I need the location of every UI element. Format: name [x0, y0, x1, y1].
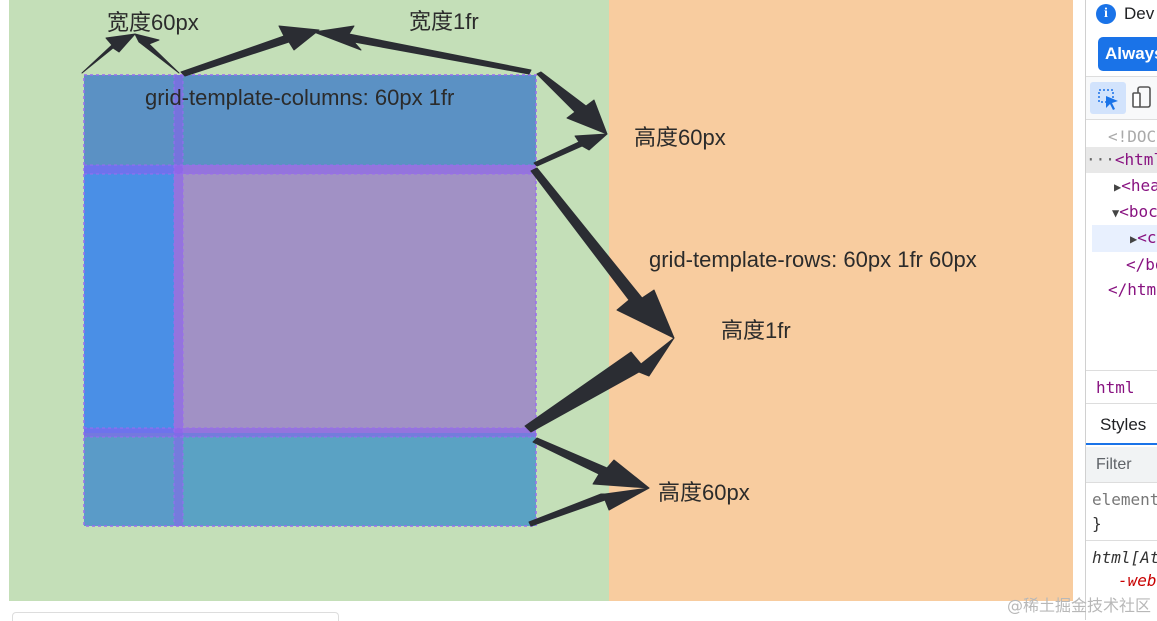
- dom-doctype[interactable]: <!DOC: [1108, 127, 1157, 146]
- inspect-element-button[interactable]: [1090, 82, 1126, 114]
- tooltip-tab: [12, 612, 339, 621]
- annotation-arrows: [81, 25, 675, 527]
- dom-child-tag: <c: [1137, 228, 1157, 247]
- device-toolbar-icon[interactable]: [1132, 86, 1152, 108]
- grid-overlay: [83, 74, 537, 527]
- collapse-triangle-icon[interactable]: ▼: [1112, 206, 1120, 220]
- grid-cell-top-left: [84, 75, 174, 165]
- html-rule-selector[interactable]: html[At: [1092, 548, 1157, 567]
- styles-separator: [1086, 540, 1157, 541]
- grid-cell-main: [174, 165, 536, 433]
- expand-triangle-icon[interactable]: ▶: [1130, 232, 1138, 246]
- label-columns-rule: grid-template-columns: 60px 1fr: [145, 85, 455, 110]
- orange-region: [609, 0, 1073, 601]
- label-height-row3: 高度60px: [658, 480, 750, 505]
- tab-styles[interactable]: Styles: [1086, 405, 1157, 445]
- devtools-info-text: Dev: [1124, 4, 1155, 23]
- devtools-toolbar: [1086, 76, 1157, 120]
- browser-viewport: 宽度60px 宽度1fr grid-template-columns: 60px…: [9, 0, 1073, 601]
- dom-body[interactable]: ▼<boc: [1112, 199, 1157, 226]
- grid-cell-left: [84, 165, 174, 433]
- expand-triangle-icon[interactable]: ▶: [1114, 180, 1122, 194]
- element-style-rule: element }: [1092, 488, 1157, 536]
- inspect-cursor-icon: [1098, 89, 1118, 110]
- grid-cell-bottom: [174, 433, 536, 526]
- breadcrumb-html[interactable]: html: [1086, 370, 1157, 404]
- styles-filter-input[interactable]: Filter: [1086, 447, 1157, 483]
- label-width-col2: 宽度1fr: [409, 9, 479, 34]
- info-icon: i: [1096, 4, 1116, 24]
- devtools-info-bar: i Dev: [1096, 2, 1154, 26]
- always-match-button[interactable]: Always: [1098, 37, 1157, 71]
- dom-html-open[interactable]: ···<html: [1086, 147, 1157, 173]
- dom-body-close[interactable]: </bo: [1126, 255, 1157, 274]
- element-style-brace: }: [1092, 514, 1102, 533]
- dom-head-tag: <hea: [1121, 176, 1157, 195]
- dom-head[interactable]: ▶<hea: [1114, 173, 1157, 200]
- grid-cell-bottom-left: [84, 433, 174, 526]
- label-height-row2: 高度1fr: [721, 318, 791, 343]
- dom-html-tag: <html: [1114, 150, 1157, 169]
- element-style-selector: element: [1092, 490, 1157, 509]
- label-width-col1: 宽度60px: [107, 10, 199, 35]
- dom-body-tag: <boc: [1119, 202, 1157, 221]
- grid-cell-top: [174, 75, 536, 165]
- label-height-row1: 高度60px: [634, 125, 726, 150]
- label-rows-rule: grid-template-rows: 60px 1fr 60px: [649, 247, 977, 272]
- devtools-panel: i Dev Always <!DOC ···<html ▶<hea ▼<boc …: [1085, 0, 1157, 620]
- watermark: @稀土掘金技术社区: [1006, 596, 1151, 615]
- css-property[interactable]: -web: [1118, 571, 1157, 590]
- dom-html-close[interactable]: </htm: [1108, 280, 1157, 299]
- dom-child[interactable]: ▶<c: [1092, 225, 1157, 252]
